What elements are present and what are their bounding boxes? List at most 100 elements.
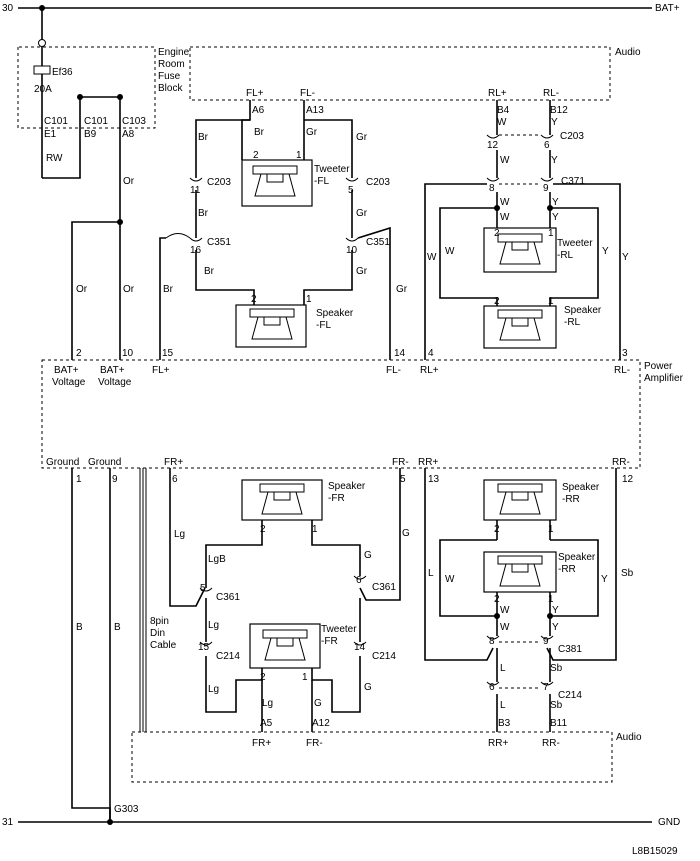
fl-wire-gr-5: Gr	[396, 284, 408, 295]
fuse-rating: 20A	[34, 84, 52, 95]
pin-b4: B4	[497, 105, 510, 116]
rr-speaker-position: -RR	[562, 494, 580, 505]
rl-wire-y-5: Y	[602, 246, 609, 257]
fl-speaker-position: -FL	[316, 320, 331, 331]
fuse-output-wires: RW Or Or Or	[42, 94, 135, 360]
audio-rr-minus: RR-	[542, 738, 560, 749]
fr-conn-c214-b: C214	[372, 651, 396, 662]
rl-tweeter-pin-1: 1	[548, 228, 554, 239]
rr-wire-sb-3: Sb	[550, 700, 563, 711]
fl-tweeter-pin-1: 1	[296, 150, 302, 161]
rl-speaker-pin-1: 1	[548, 296, 554, 307]
fr-pin-6: 6	[356, 575, 362, 586]
fl-pin-5: 5	[348, 185, 354, 196]
pin-a5: A5	[260, 718, 273, 729]
fr-wire-g-3: G	[314, 698, 322, 709]
fl-wire-gr-1: Gr	[306, 127, 318, 138]
fr-pin-15: 15	[198, 642, 210, 653]
rl-wire-y-1: Y	[551, 117, 558, 128]
fr-tweeter-label: Tweeter	[321, 624, 357, 635]
rl-wire-w-2: W	[500, 155, 510, 166]
wire-rw: RW	[46, 153, 63, 164]
conn-c103: C103	[122, 116, 146, 127]
cable-label-3: Cable	[150, 640, 177, 651]
rail-bottom-number: 31	[2, 817, 14, 828]
amp-bat2-b: Voltage	[98, 377, 132, 388]
rl-wire-y-3: Y	[552, 197, 559, 208]
fl-wire-br-5: Br	[163, 284, 174, 295]
rr-wire-w-2: W	[500, 605, 510, 616]
amp-fr-plus: FR+	[164, 457, 183, 468]
fl-tweeter-pin-2: 2	[253, 150, 259, 161]
pin-a6: A6	[252, 105, 265, 116]
fl-speaker-pin-1: 1	[306, 294, 312, 305]
fr-speaker-pin-1: 1	[312, 524, 318, 535]
cable-label-1: 8pin	[150, 616, 169, 627]
pin-a12: A12	[312, 718, 330, 729]
wire-or-2: Or	[76, 284, 88, 295]
amp-rl-plus: RL+	[420, 365, 439, 376]
pin-b11: B11	[550, 718, 567, 729]
amp-pin-6: 6	[172, 474, 178, 485]
ground-wire-b-2: B	[114, 622, 121, 633]
amp-bat1-b: Voltage	[52, 377, 86, 388]
wire-or-3: Or	[123, 284, 135, 295]
ground-g303: G303	[114, 804, 139, 815]
rr-conn-c214: C214	[558, 690, 582, 701]
amp-label-2: Amplifier	[644, 373, 684, 384]
pin-a13: A13	[306, 105, 324, 116]
rl-wire-y-2: Y	[551, 155, 558, 166]
fr-wire-g-2: G	[364, 550, 372, 561]
rr-tweeter-pin-2: 2	[494, 594, 500, 605]
fr-wire-g-4: G	[364, 682, 372, 693]
amp-rr-minus: RR-	[612, 457, 630, 468]
amp-fr-minus: FR-	[392, 457, 409, 468]
fr-pin-5: 5	[200, 583, 206, 594]
amp-pin-2: 2	[76, 348, 82, 359]
ground-wires: B B G303	[71, 468, 139, 822]
rl-pin-12: 12	[487, 140, 499, 151]
rr-pin-6: 6	[489, 682, 495, 693]
rr-pin-8: 8	[489, 636, 495, 647]
fl-tweeter-position: -FL	[314, 176, 329, 187]
rl-pin-9: 9	[543, 183, 549, 194]
rr-conn-c381: C381	[558, 644, 582, 655]
rr-wire-y-2: Y	[552, 605, 559, 616]
bat-rail: 30 BAT+	[2, 3, 680, 14]
rr-pin-7: 7	[543, 682, 549, 693]
rear-right-circuit: L W Y Sb W Y W Y 8 9 C381 L Sb 6 7 C214 …	[424, 468, 634, 732]
audio-unit-bottom: Audio A5 A12 B3 B11 FR+ FR- RR+ RR-	[131, 718, 642, 783]
audio-rl-minus: RL-	[543, 88, 559, 99]
rail-top-name: BAT+	[655, 3, 680, 14]
conn-c101-a: C101	[44, 116, 68, 127]
amp-ground-1: Ground	[46, 457, 79, 468]
fl-conn-c203-b: C203	[366, 177, 390, 188]
rl-pin-6: 6	[544, 140, 550, 151]
fl-speaker-pin-2: 2	[251, 294, 257, 305]
rr-tweeter-label: Speaker	[558, 552, 596, 563]
rr-wire-w-3: W	[500, 622, 510, 633]
fl-pin-10: 10	[346, 245, 358, 256]
fr-conn-c361-a: C361	[216, 592, 240, 603]
rr-speaker-pin-1: 1	[548, 524, 554, 535]
rl-wire-w-1: W	[497, 117, 507, 128]
amp-ground-2: Ground	[88, 457, 121, 468]
ground-wire-b-1: B	[76, 622, 83, 633]
amp-pin-4: 4	[428, 348, 434, 359]
amp-pin-10: 10	[122, 348, 134, 359]
fl-wire-br-3: Br	[198, 208, 209, 219]
fl-wire-gr-3: Gr	[356, 208, 368, 219]
fr-tweeter-pin-1: 1	[302, 672, 308, 683]
fr-conn-c361-b: C361	[372, 582, 396, 593]
audio-fr-minus: FR-	[306, 738, 323, 749]
rr-wire-y-1: Y	[601, 574, 608, 585]
fl-pin-11: 11	[190, 185, 201, 196]
rr-speaker-label: Speaker	[562, 482, 600, 493]
conn-c101-b: C101	[84, 116, 108, 127]
amp-bat1-a: BAT+	[54, 365, 79, 376]
audio-top-label: Audio	[615, 47, 641, 58]
amp-fl-plus: FL+	[152, 365, 170, 376]
rr-wire-sb-1: Sb	[621, 568, 634, 579]
fuse-block-label-1: Engine	[158, 47, 190, 58]
